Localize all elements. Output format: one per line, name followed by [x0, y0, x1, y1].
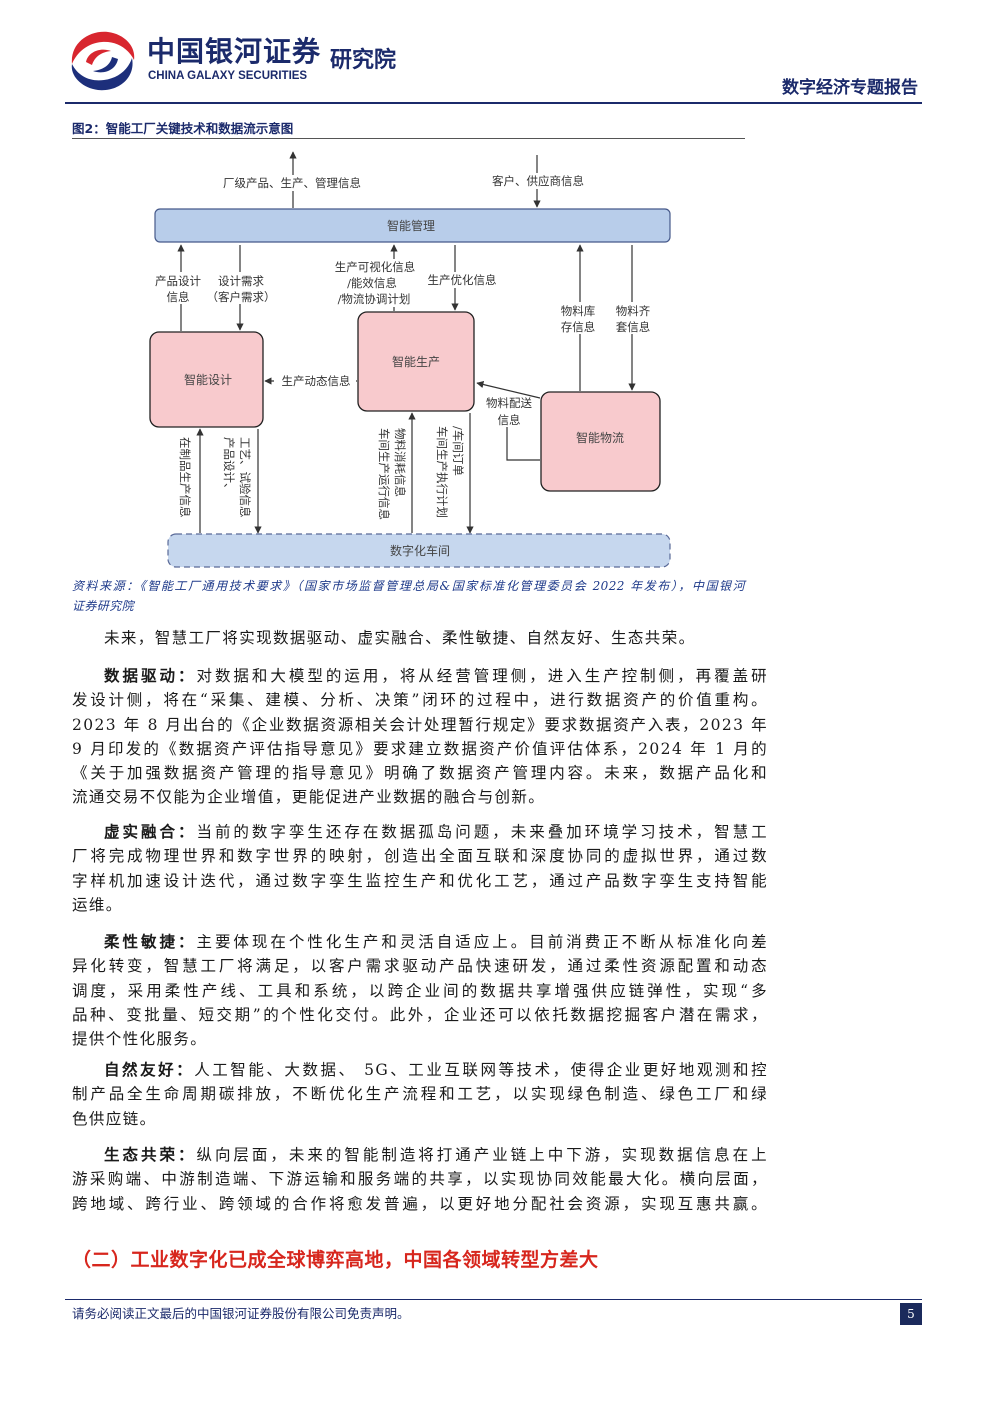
china-galaxy-logo-icon [71, 31, 135, 91]
flow-label-plant-info: 厂级产品、生产、管理信息 [223, 176, 361, 190]
paragraph-line: 未来，智慧工厂将实现数据驱动、虚实融合、柔性敏捷、自然友好、生态共荣。 [104, 629, 696, 647]
smart-factory-diagram: 智能管理 智能设计 智能生产 智能物流 数字化车间 厂级产品、生产、管理信息 客… [149, 151, 671, 568]
arrow-material-delivery [476, 380, 541, 399]
paragraph-lead: 柔性敏捷： [104, 932, 197, 951]
caption-divider [72, 138, 745, 139]
page-number: 5 [900, 1303, 922, 1325]
flow-label-production-visual: /物流协调计划 [338, 292, 411, 306]
flow-label-design-demand: （客户需求） [207, 290, 276, 304]
paragraph-nature-friendly: 自然友好：人工智能、大数据、 5G、工业互联网等技术，使得企业更好地观测和控 制… [72, 1058, 768, 1131]
paragraph-text: 人工智能、大数据、 5G、工业互联网等技术，使得企业更好地观测和控 [194, 1061, 768, 1079]
figure-source: 资料来源：《智能工厂通用技术要求》（国家市场监督管理总局&国家标准化管理委员会 … [72, 576, 745, 616]
paragraph-line: 9 月印发的《数据资产评估指导意见》要求建立数据资产价值评估体系，2024 年 … [72, 739, 768, 758]
flow-label-production-visual: /能效信息 [347, 276, 397, 290]
paragraph-line: 生态共荣：纵向层面，未来的智能制造将打通产业链上中下游，实现数据信息在上 [72, 1143, 768, 1167]
paragraph-line: 字样机加速设计迭代，通过数字孪生监控生产和优化工艺，通过产品数字孪生支持智能 [72, 871, 768, 890]
paragraph-line: 发设计侧，将在“采集、建模、分析、决策”闭环的过程中，进行数据资产的价值重构。 [72, 691, 768, 710]
paragraph-line: 流通交易不仅能为企业增值，更能促进产业数据的融合与创新。 [72, 788, 546, 807]
flow-label-design-info: 信息 [167, 290, 190, 304]
paragraph-virtual-real: 虚实融合：当前的数字孪生还存在数据孤岛问题，未来叠加环境学习技术，智慧工 厂将完… [72, 820, 768, 917]
paragraph-line: 《关于加强数据资产管理的指导意见》明确了数据资产管理内容。未来，数据产品化和 [72, 764, 768, 783]
intro-paragraph: 未来，智慧工厂将实现数据驱动、虚实融合、柔性敏捷、自然友好、生态共荣。 [72, 626, 768, 650]
paragraph-lead: 数据驱动： [104, 666, 197, 685]
institute-label: 研究院 [330, 48, 397, 73]
paragraph-line: 数据驱动：对数据和大模型的运用，将从经营管理侧，进入生产控制侧，再覆盖研 [72, 664, 768, 688]
report-type-title: 数字经济专题报告 [782, 78, 918, 98]
connector-material-delivery [506, 427, 540, 461]
flow-label-wip-info: 在制品生产信息 [178, 437, 192, 518]
paragraph-line: 调度，采用柔性产线、工具和系统，以跨企业间的数据共享增强供应链弹性，实现“多 [72, 981, 768, 1000]
flow-label-production-dynamic: 生产动态信息 [282, 374, 351, 388]
paragraph-line: 异化转变，智慧工厂将满足，以客户需求驱动产品快速研发，通过柔性资源配置和动态 [72, 957, 768, 976]
paragraph-line: 制产品全生命周期碳排放，不断优化生产流程和工艺，以实现绿色制造、绿色工厂和绿 [72, 1085, 768, 1104]
footer-divider [65, 1299, 922, 1300]
flow-label-workshop-plan: /车间订单 [451, 426, 465, 476]
paragraph-lead: 生态共荣： [104, 1145, 197, 1164]
paragraph-line: 运维。 [72, 895, 123, 914]
flow-label-design-demand: 设计需求 [218, 274, 264, 288]
paragraph-line: 自然友好：人工智能、大数据、 5G、工业互联网等技术，使得企业更好地观测和控 [72, 1058, 768, 1082]
label-bg [423, 272, 502, 288]
paragraph-line: 柔性敏捷：主要体现在个性化生产和灵活自适应上。目前消费正不断从标准化向差 [72, 930, 768, 954]
paragraph-lead: 虚实融合： [104, 822, 197, 841]
flow-label-material-kit: 套信息 [616, 320, 651, 334]
flow-label-material-delivery: 物料配送 [486, 396, 532, 410]
footer-disclaimer: 请务必阅读正文最后的中国银河证券股份有限公司免责声明。 [72, 1306, 410, 1321]
paragraph-line: 色供应链。 [72, 1109, 157, 1128]
node-production [357, 311, 475, 412]
paragraph-line: 跨地域、跨行业、跨领域的合作将愈发普遍，以更好地分配社会资源，实现互惠共赢。 [72, 1194, 768, 1213]
node-design [149, 331, 264, 428]
flow-label-production-optimize: 生产优化信息 [428, 273, 497, 287]
paragraph-text: 主要体现在个性化生产和灵活自适应上。目前消费正不断从标准化向差 [196, 933, 768, 951]
paragraph-flexible: 柔性敏捷：主要体现在个性化生产和灵活自适应上。目前消费正不断从标准化向差 异化转… [72, 930, 768, 1051]
node-production-label: 智能生产 [392, 354, 440, 369]
paragraph-line: 虚实融合：当前的数字孪生还存在数据孤岛问题，未来叠加环境学习技术，智慧工 [72, 820, 768, 844]
flow-label-material-kit: 物料齐 [616, 304, 651, 318]
label-bg [485, 173, 592, 189]
flow-label-production-visual: 生产可视化信息 [335, 260, 416, 274]
section-heading: （二）工业数字化已成全球博弈高地，中国各领域转型方差大 [72, 1249, 599, 1271]
paragraph-ecosystem: 生态共荣：纵向层面，未来的智能制造将打通产业链上中下游，实现数据信息在上 游采购… [72, 1143, 768, 1216]
flow-label-design-process-test: 工艺、试验信息 [238, 437, 252, 518]
paragraph-line: 厂将完成物理世界和数字世界的映射，创造出全面互联和深度协同的虚拟世界，通过数 [72, 847, 768, 866]
node-logistics [540, 391, 661, 492]
flow-label-workshop-running: 车间生产运行信息 [377, 428, 391, 520]
label-bg [204, 272, 278, 304]
header-divider [65, 102, 922, 104]
flow-label-material-stock: 物料库 [561, 304, 596, 318]
source-line: 证券研究院 [72, 599, 135, 613]
node-management-label: 智能管理 [387, 218, 435, 233]
node-design-label: 智能设计 [184, 372, 232, 387]
paragraph-text: 对数据和大模型的运用，将从经营管理侧，进入生产控制侧，再覆盖研 [196, 667, 768, 685]
paragraph-data-driven: 数据驱动：对数据和大模型的运用，将从经营管理侧，进入生产控制侧，再覆盖研 发设计… [72, 664, 768, 810]
node-management [154, 208, 671, 243]
flow-label-design-info: 产品设计 [155, 274, 201, 288]
source-line: 资料来源：《智能工厂通用技术要求》（国家市场监督管理总局&国家标准化管理委员会 … [72, 579, 745, 593]
figure-caption: 图2：智能工厂关键技术和数据流示意图 [72, 121, 294, 136]
brand-name-en: CHINA GALAXY SECURITIES [148, 70, 308, 82]
paragraph-text: 当前的数字孪生还存在数据孤岛问题，未来叠加环境学习技术，智慧工 [196, 823, 768, 841]
paragraph-line: 提供个性化服务。 [72, 1030, 208, 1049]
flow-label-customer-supplier: 客户、供应商信息 [492, 174, 584, 188]
node-workshop-label: 数字化车间 [390, 543, 450, 558]
paragraph-line: 品种、变批量、短交期”的个性化交付。此外，企业还可以依托数据挖掘客户潜在需求， [72, 1005, 768, 1024]
node-workshop [167, 533, 671, 568]
flow-label-material-stock: 存信息 [561, 320, 596, 334]
paragraph-line: 游采购端、中游制造端、下游运输和服务端的共享，以实现协同效能最大化。横向层面， [72, 1170, 768, 1189]
label-bg [212, 175, 373, 191]
brand-name-cn: 中国银河证券 [147, 35, 322, 68]
flow-label-material-delivery: 信息 [498, 413, 521, 427]
label-bg [328, 259, 422, 307]
label-bg [609, 302, 656, 334]
paragraph-text: 纵向层面，未来的智能制造将打通产业链上中下游，实现数据信息在上 [196, 1146, 768, 1164]
label-bg [555, 302, 601, 334]
label-bg [150, 272, 206, 304]
flow-label-workshop-plan: 车间生产执行计划 [435, 426, 449, 518]
node-logistics-label: 智能物流 [576, 430, 624, 445]
flow-label-workshop-running: 物料消耗信息 [393, 428, 407, 497]
label-bg [274, 373, 356, 389]
flow-label-design-process-test: 产品设计、 [222, 437, 236, 495]
paragraph-lead: 自然友好： [104, 1060, 195, 1079]
paragraph-line: 2023 年 8 月出台的《企业数据资源相关会计处理暂行规定》要求数据资产入表，… [72, 715, 768, 734]
